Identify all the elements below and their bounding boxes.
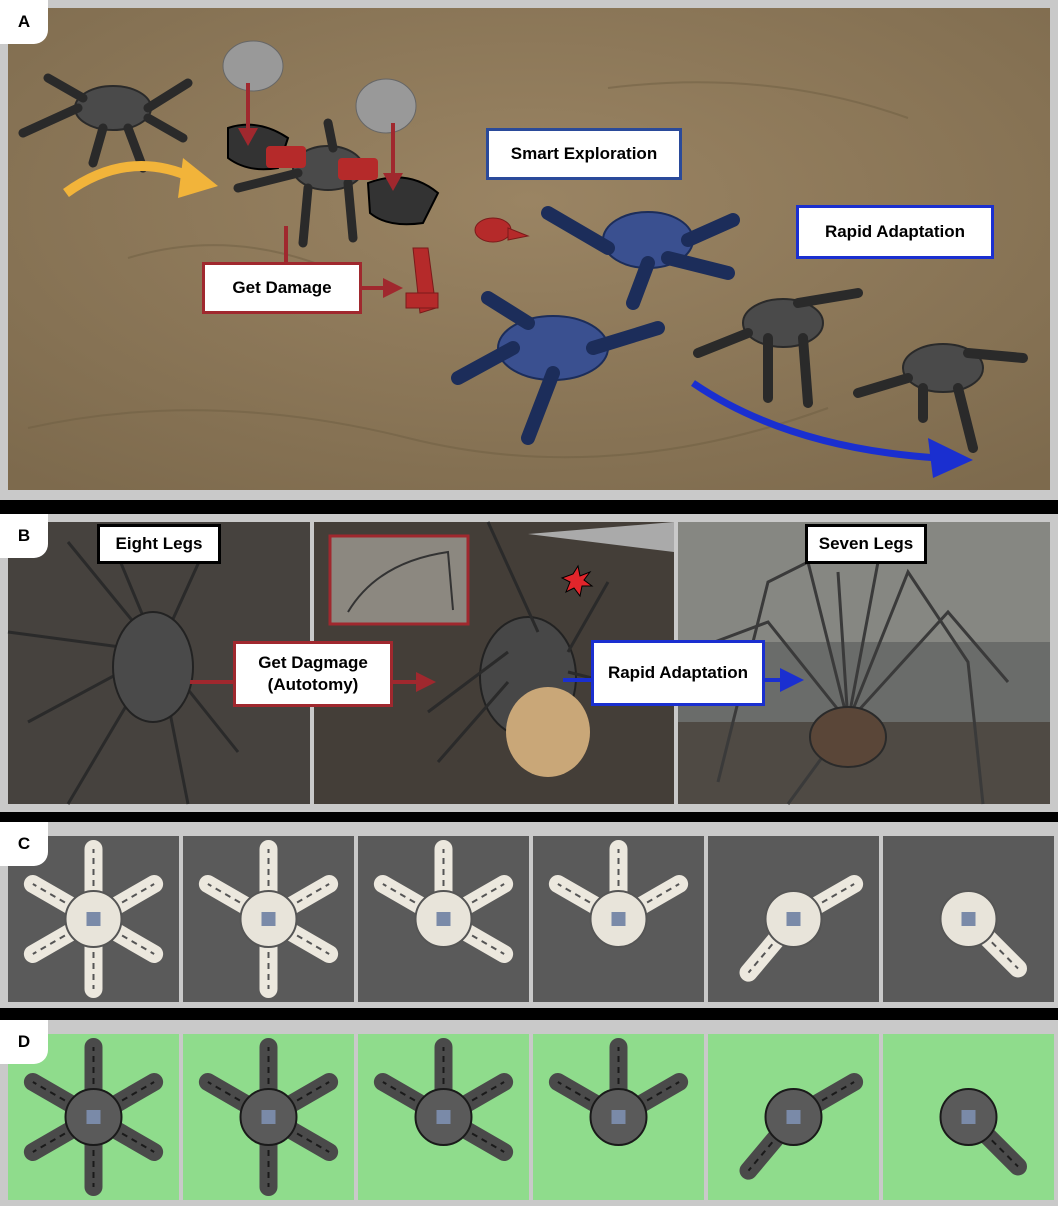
rapid-adaptation-label-b: Rapid Adaptation [591,640,765,706]
sim-robot-tile [533,1034,704,1200]
panel-c-label: C [0,822,48,866]
adapted-robot [693,288,1028,453]
yellow-arrow [63,161,196,198]
real-robot-tile [883,836,1054,1002]
real-robot-tile [708,836,879,1002]
get-damage-label-a: Get Damage [202,262,362,314]
rapid-adaptation-label-a: Rapid Adaptation [796,205,994,259]
sim-robot-tile [708,1034,879,1200]
panel-a: A [0,0,1058,500]
inset-photo [328,534,470,626]
eight-legs-label: Eight Legs [97,524,221,564]
panel-c: C [0,822,1058,1008]
get-damage-line1: Get Dagmage [258,652,368,672]
blue-arrow [691,380,939,462]
sim-robot-tile [883,1034,1054,1200]
harvestman-seven-legs [687,559,1010,805]
real-robot-tile [183,836,354,1002]
panel-b-scene [7,521,1050,805]
seven-legs-label: Seven Legs [805,524,927,564]
get-damage-line2: (Autotomy) [267,675,359,694]
sim-robot-tile [8,1034,179,1200]
panel-a-label: A [0,0,48,44]
damage-burst-icon [560,564,594,598]
smart-exploration-label: Smart Exploration [486,128,682,180]
panel-b-label: B [0,514,48,558]
real-robot-tile [533,836,704,1002]
damaged-robot [222,40,440,248]
sim-robot-tile [183,1034,354,1200]
detached-legs [405,217,530,314]
panel-d: D [0,1020,1058,1206]
blue-robots [451,206,740,445]
real-robot-tile [358,836,529,1002]
panel-d-label: D [0,1020,48,1064]
gray-robot [18,73,193,173]
get-damage-autotomy-label: Get Dagmage (Autotomy) [233,641,393,707]
sim-robot-tile [358,1034,529,1200]
harvestman-eight-legs [7,531,240,805]
real-robot-tile [8,836,179,1002]
panel-b: B Eight Legs G [0,514,1058,812]
